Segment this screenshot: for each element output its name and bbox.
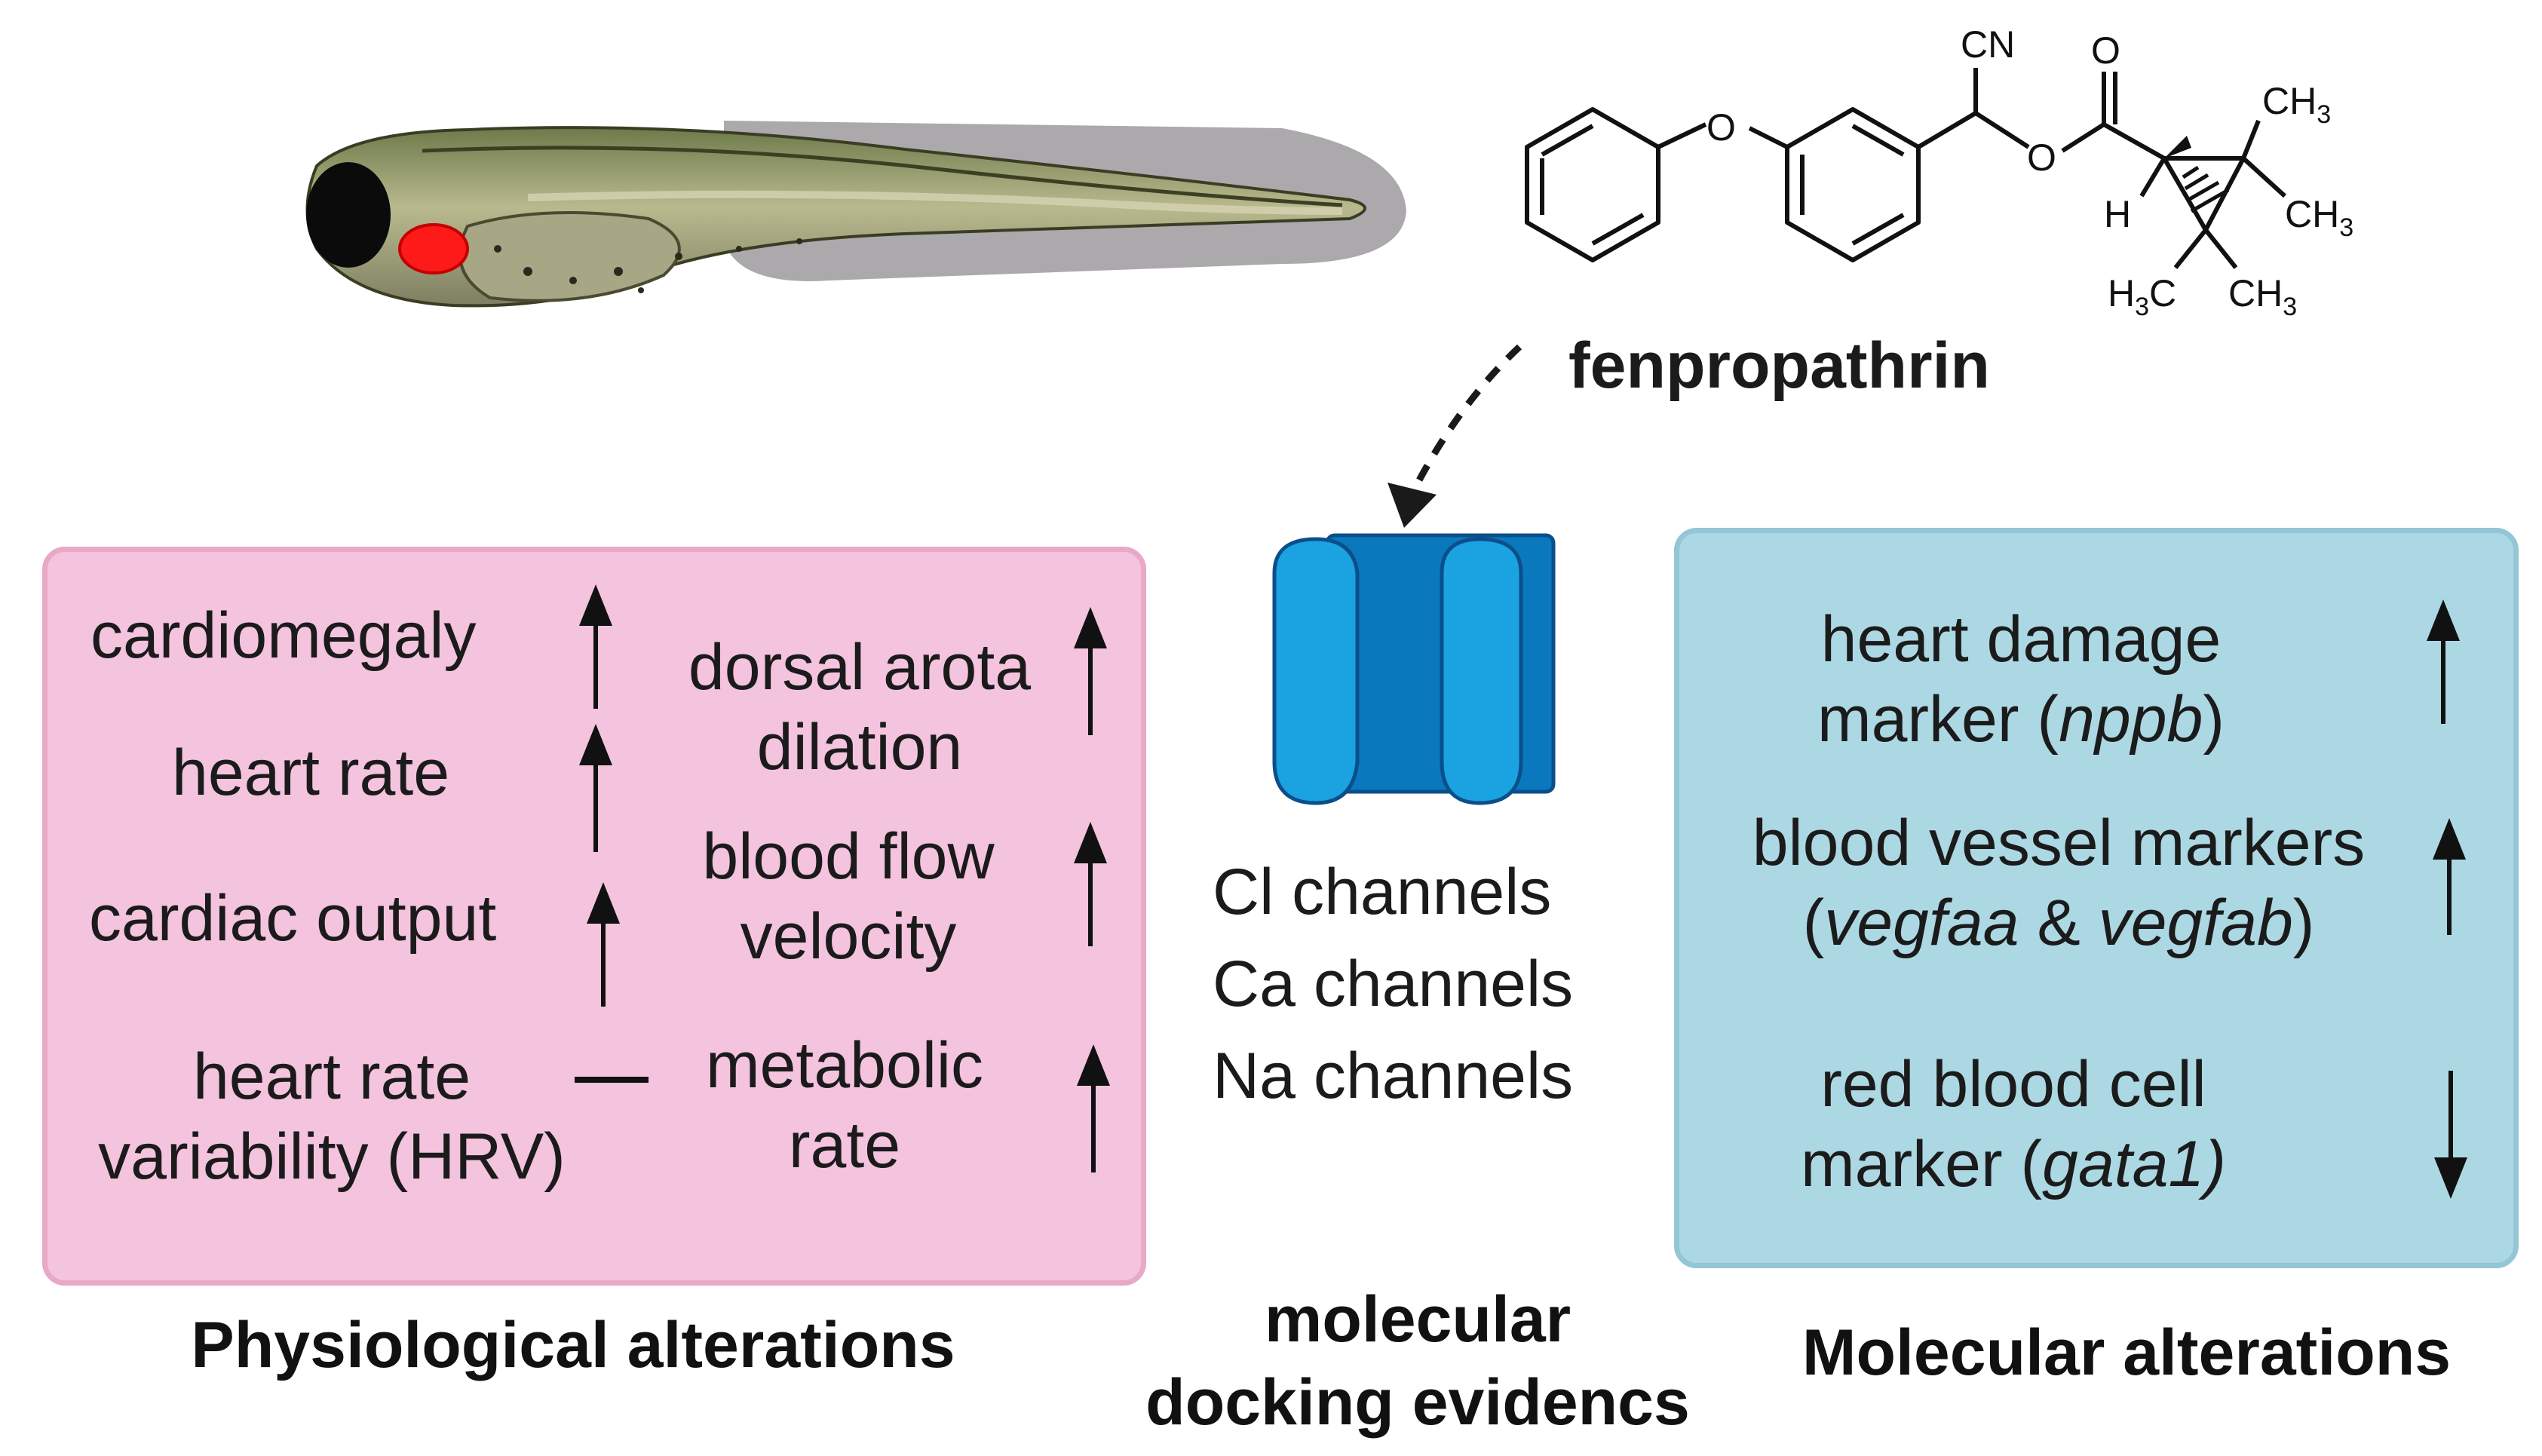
- molecular-caption: Molecular alterations: [1801, 1317, 2452, 1389]
- atom-cn: CN: [1961, 23, 2016, 66]
- up-arrow-icon: [2433, 818, 2466, 935]
- item-cardiomegaly: cardiomegaly: [90, 599, 477, 672]
- item-blood-vessel: blood vessel markers (vegfaa & vegfab): [1752, 807, 2366, 959]
- up-arrow-icon: [1074, 822, 1107, 946]
- up-arrow-icon: [1074, 607, 1107, 735]
- item-cardiac-output: cardiac output: [89, 882, 497, 955]
- atom-o-carbonyl: O: [2091, 29, 2120, 72]
- item-heart-rate: heart rate: [172, 737, 450, 809]
- up-arrow-icon: [2427, 599, 2460, 724]
- item-dorsal-aorta: dorsal arota dilation: [688, 631, 1032, 783]
- up-arrow-icon: [579, 584, 612, 709]
- physiological-caption: Physiological alterations: [191, 1309, 955, 1381]
- atom-ch3-top: CH3: [2262, 80, 2332, 129]
- atom-o-ester: O: [2027, 136, 2056, 179]
- item-red-blood-cell: red blood cell marker (gata1): [1801, 1048, 2226, 1200]
- up-arrow-icon: [1077, 1044, 1110, 1172]
- up-arrow-icon: [587, 882, 620, 1007]
- up-arrow-icon: [579, 724, 612, 852]
- channel-cl: Cl channels: [1213, 856, 1552, 928]
- item-heart-damage: heart damage marker (nppb): [1817, 603, 2225, 756]
- compound-name: fenpropathrin: [1568, 330, 1990, 402]
- atom-ch3-right: CH3: [2285, 193, 2354, 242]
- item-hrv: heart rate variability (HRV): [98, 1041, 566, 1193]
- atom-h3c: H3C: [2108, 272, 2177, 321]
- atom-o-ether: O: [1706, 106, 1736, 149]
- atom-h: H: [2104, 193, 2132, 235]
- down-arrow-icon: [2434, 1071, 2467, 1199]
- channel-na: Na channels: [1213, 1040, 1574, 1112]
- molecular-panel: [1674, 528, 2519, 1268]
- atom-ch3-bottom: CH3: [2228, 272, 2298, 321]
- channel-ca: Ca channels: [1213, 948, 1574, 1020]
- docking-caption: molecular docking evidencs: [1145, 1283, 1690, 1439]
- item-metabolic-rate: metabolic rate: [705, 1029, 984, 1182]
- item-blood-flow: blood flow velocity: [702, 820, 995, 973]
